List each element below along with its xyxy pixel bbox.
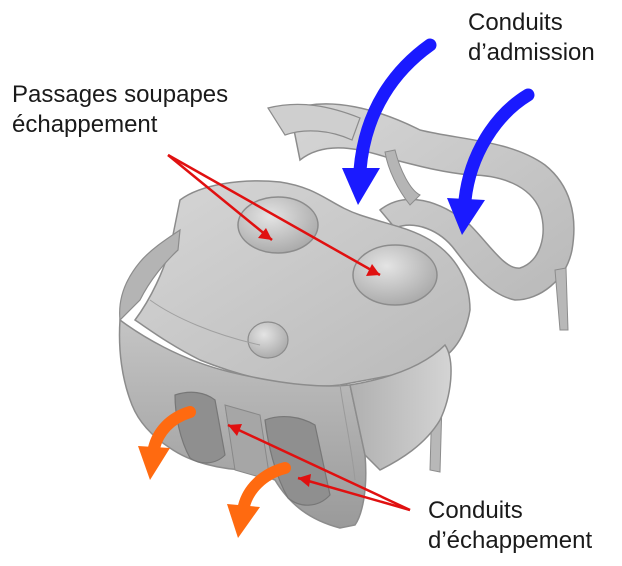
exhaust-valve-passages-label: Passages soupapes échappement (12, 80, 228, 140)
exhaust-valve-passages-label-line2: échappement (12, 110, 228, 140)
exhaust-ducts-label-line1: Conduits (428, 496, 592, 526)
intake-ducts-label-line2: d’admission (468, 38, 595, 68)
intake-arrowhead-1 (342, 168, 380, 205)
exhaust-ducts-label-line2: d’échappement (428, 526, 592, 556)
exhaust-arrowhead-1 (138, 446, 170, 480)
intake-ducts-label-line1: Conduits (468, 8, 595, 38)
intake-ducts-label: Conduits d’admission (468, 8, 595, 68)
exhaust-arrowhead-2 (227, 504, 260, 538)
exhaust-valve-passages-label-line1: Passages soupapes (12, 80, 228, 110)
cylinder-head-body (120, 181, 471, 528)
exhaust-ducts-label: Conduits d’échappement (428, 496, 592, 556)
